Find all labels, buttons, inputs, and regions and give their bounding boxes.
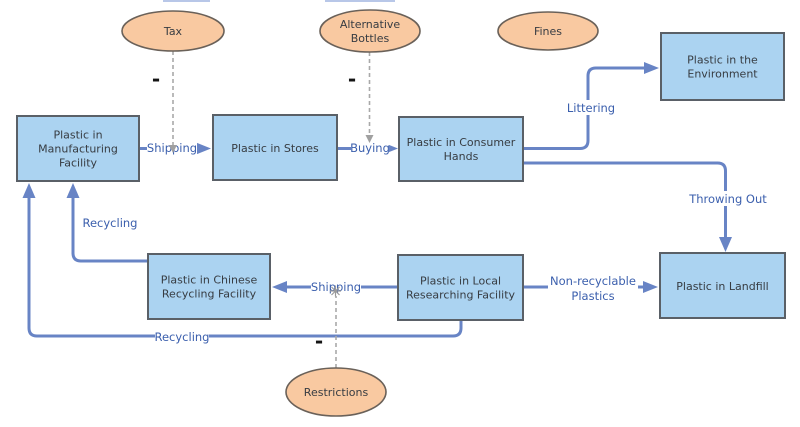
factor-tax[interactable]: Tax (121, 10, 225, 52)
node-label: Plastic in Stores (231, 142, 319, 155)
minus-sign-tax: - (152, 67, 160, 91)
label-bg (548, 272, 638, 303)
node-label: Plastic in Landfill (676, 280, 768, 293)
node-label: Plastic in Chinese (161, 274, 258, 287)
star-marker-icon (330, 285, 341, 297)
edge-label-buying: Buying (350, 141, 390, 155)
factor-label: Tax (163, 25, 183, 38)
arrowhead-icon (719, 237, 732, 252)
small-arrowhead-icon (365, 135, 374, 143)
node-box[interactable] (397, 254, 524, 321)
node-label: Plastic in Local (420, 275, 501, 288)
dashed-connector-restrictions[interactable] (330, 285, 341, 369)
edge-label-littering: Littering (565, 100, 617, 115)
node-environment[interactable]: Plastic in the Environment (660, 32, 785, 101)
dashed-connector-alternative-bottles[interactable] (365, 52, 374, 143)
edge-throwing-out[interactable] (523, 161, 732, 252)
edge-label-throwing-out: Throwing Out (688, 191, 767, 206)
edge-recycling-from-chinese[interactable] (66, 183, 149, 263)
factor-ellipse[interactable] (285, 367, 387, 417)
arrowhead-icon (643, 281, 658, 293)
node-consumer-hands[interactable]: Plastic in Consumer Hands (398, 116, 524, 182)
factor-label: Bottles (351, 32, 390, 45)
factor-fines[interactable]: Fines (497, 11, 599, 51)
node-chinese-recycling-facility[interactable]: Plastic in Chinese Recycling Facility (147, 253, 271, 320)
dashed-connector-tax[interactable] (169, 51, 177, 153)
node-label: Hands (444, 150, 479, 163)
minus-sign-restrictions: - (315, 329, 323, 353)
minus-sign-alternative-bottles: - (348, 67, 356, 91)
factor-ellipse[interactable] (319, 9, 421, 53)
edge-label-text: Littering (567, 101, 615, 115)
node-label: Environment (687, 68, 758, 81)
edge-label-text: Throwing Out (688, 192, 767, 206)
arrowhead-icon (196, 142, 211, 155)
edge-label-text: Recycling (83, 216, 138, 230)
edge-label-text: Plastics (571, 289, 614, 303)
factor-label: Restrictions (304, 386, 369, 399)
small-arrowhead-icon (169, 145, 177, 153)
arrowhead-icon (644, 62, 659, 74)
edge-line[interactable] (523, 161, 727, 237)
arrowhead-icon (272, 281, 287, 293)
node-landfill[interactable]: Plastic in Landfill (659, 252, 786, 319)
node-manufacturing-facility[interactable]: Plastic in Manufacturing Facility (16, 115, 140, 182)
node-box[interactable] (659, 252, 786, 319)
edge-label-non-recyclable: Non-recyclable Plastics (548, 272, 638, 303)
node-label: Facility (59, 157, 98, 170)
node-box[interactable] (16, 115, 140, 182)
edge-label-recycling-from-research: Recycling (155, 330, 210, 344)
factor-ellipse[interactable] (497, 11, 599, 51)
node-box[interactable] (212, 114, 338, 181)
edge-recycling-from-research[interactable] (22, 183, 463, 338)
node-stores[interactable]: Plastic in Stores (212, 114, 338, 181)
factor-label: Alternative (340, 18, 401, 31)
edge-line[interactable] (71, 198, 148, 263)
node-label: Plastic in (53, 129, 102, 142)
arrowhead-icon (22, 183, 36, 198)
edge-label-text: Buying (350, 141, 390, 155)
edge-label-text: Non-recyclable (550, 274, 636, 288)
arrowhead-icon (66, 183, 80, 198)
node-label: Researching Facility (406, 289, 516, 302)
edge-label-text: Recycling (155, 330, 210, 344)
label-bg (351, 141, 389, 155)
node-box[interactable] (660, 32, 785, 101)
node-label: Plastic in the (687, 54, 758, 67)
node-label: Plastic in Consumer (407, 136, 516, 149)
node-box[interactable] (398, 116, 524, 182)
factor-alternative-bottles[interactable]: Alternative Bottles (319, 9, 421, 53)
node-box[interactable] (147, 253, 271, 320)
label-bg (565, 100, 617, 115)
node-label: Manufacturing (38, 143, 118, 156)
edge-label-recycling-from-chinese: Recycling (83, 216, 138, 230)
factor-restrictions[interactable]: Restrictions (285, 367, 387, 417)
factor-label: Fines (534, 25, 562, 38)
factor-ellipse[interactable] (121, 10, 225, 52)
label-bg (155, 330, 209, 344)
label-bg (688, 191, 767, 206)
edge-line[interactable] (27, 198, 463, 338)
node-local-researching-facility[interactable]: Plastic in Local Researching Facility (397, 254, 524, 321)
node-label: Recycling Facility (162, 288, 257, 301)
